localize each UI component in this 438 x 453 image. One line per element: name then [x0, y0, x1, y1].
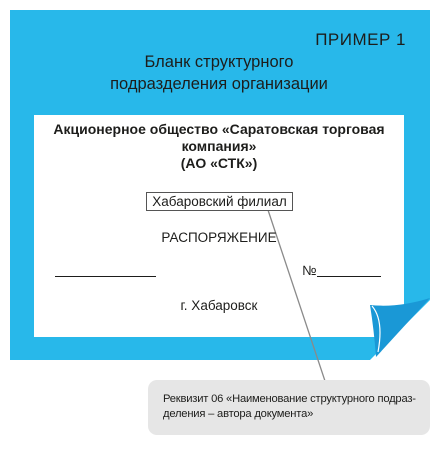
organization-line-1: Акционерное общество «Саратовская торгов…: [53, 121, 385, 137]
blank-title: Бланк структурного подразделения организ…: [0, 51, 438, 95]
callout-text: Реквизит 06 «Наименование структурного п…: [163, 392, 425, 422]
branch-name-box: Хабаровский филиал: [146, 192, 293, 211]
callout-pointer-line: [267, 209, 327, 385]
number-blank-line: [317, 276, 381, 277]
date-blank-line: [55, 276, 156, 277]
blank-title-line-2: подразделения организации: [110, 75, 328, 93]
document-sheet: [34, 115, 404, 337]
callout-box: [148, 380, 430, 435]
organization-short-name: (АО «СТК»): [180, 155, 258, 171]
callout-line-1: Реквизит 06 «Наименование структурного п…: [163, 393, 416, 405]
organization-line-2: компания»: [181, 138, 257, 154]
city-name: г. Хабаровск: [180, 298, 258, 313]
callout-line-2: деления – автора документа»: [163, 408, 314, 420]
blank-title-line-1: Бланк структурного: [144, 53, 294, 71]
organization-name: Акционерное общество «Саратовская торгов…: [34, 121, 404, 172]
document-type: РАСПОРЯЖЕНИЕ: [161, 230, 277, 245]
folded-corner-icon: [370, 298, 430, 357]
number-sign: №: [302, 263, 317, 278]
example-label: ПРИМЕР 1: [315, 30, 406, 49]
